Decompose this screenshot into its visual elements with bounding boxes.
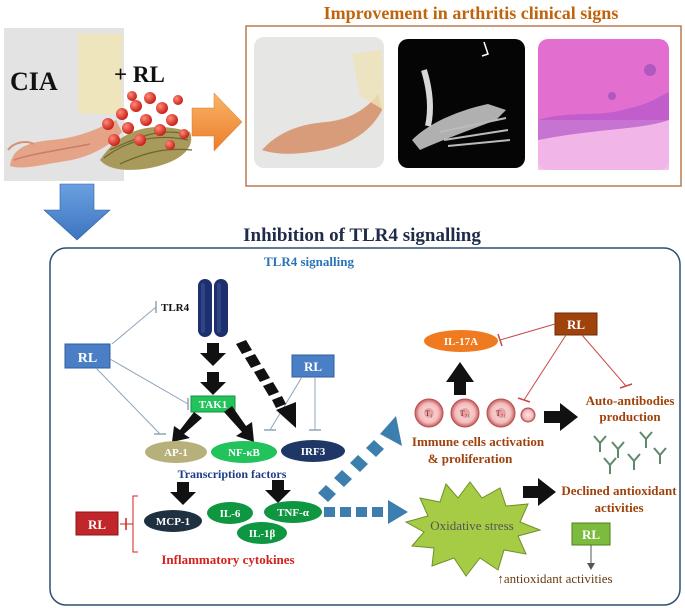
cell-label-3: T₇₁: [496, 409, 507, 418]
histology-photo: [538, 39, 669, 170]
arrow-down-icon: [200, 343, 226, 366]
arrow-down-icon: [170, 482, 196, 505]
arrow-icon: [224, 406, 254, 442]
cell-label-2: T₇₁: [460, 409, 471, 418]
rl-label: + RL: [114, 62, 165, 87]
immune-activation-line1: Immune cells activation: [412, 434, 545, 449]
oxidative-stress-burst: [404, 481, 542, 577]
declined-antioxidant-line1: Declined antioxidant: [561, 483, 677, 498]
arrow-right-icon: [523, 478, 556, 506]
mcp1-label: MCP-1: [156, 516, 190, 528]
rl-box-brown: RL: [554, 312, 598, 336]
immune-cells: [414, 398, 536, 428]
rl-box-green: RL: [571, 522, 611, 546]
cia-photo: [4, 28, 124, 181]
il1b-node: IL-1β: [237, 522, 287, 544]
tak1-node: TAK1: [190, 395, 236, 413]
cell-label-1: T₁: [425, 409, 433, 418]
improvement-title: Improvement in arthritis clinical signs: [324, 3, 619, 23]
tak1-label: TAK1: [199, 399, 228, 411]
cytokine-bracket: [132, 495, 138, 553]
il6-node: IL-6: [207, 502, 253, 524]
rl-green-label: RL: [582, 527, 600, 542]
immune-activation-line2: & proliferation: [428, 451, 513, 466]
improvement-box: [245, 25, 682, 187]
il6-label: IL-6: [220, 508, 241, 520]
cia-label: CIA: [10, 67, 58, 96]
red-berries: [102, 91, 189, 150]
inhibit-bar: [497, 333, 503, 347]
autoantibodies-line1: Auto-antibodies: [586, 393, 675, 408]
inhibit-bar: [619, 383, 633, 389]
tlr4-receptor: [198, 279, 228, 337]
dashed-arrow-irf3: [236, 340, 296, 428]
rl-red-label: RL: [88, 517, 106, 532]
rl-box-right: RL: [291, 354, 335, 378]
arrow-down-icon: [587, 563, 595, 570]
tlr4-signalling-label: TLR4 signalling: [264, 254, 354, 269]
xray-photo: [398, 39, 525, 168]
mechanism-panel: [49, 247, 681, 606]
rl-left-label: RL: [78, 351, 97, 366]
rl-box-left: RL: [64, 343, 111, 369]
arrow-right-icon: [191, 92, 243, 152]
arrow-up-icon: [446, 362, 474, 395]
transcription-factors-label: Transcription factors: [178, 467, 287, 481]
inflammatory-cytokines-label: Inflammatory cytokines: [161, 552, 294, 567]
inhibit-line: [269, 376, 303, 431]
increased-antioxidant-label: ↑antioxidant activities: [497, 571, 612, 586]
rl-brown-label: RL: [567, 317, 585, 332]
inhibit-bar: [517, 397, 531, 403]
inhibit-line: [499, 323, 556, 341]
inhibit-line: [523, 334, 567, 401]
dashed-arrow-immune: [318, 416, 402, 502]
title-mask: [296, 2, 648, 24]
autoantibodies-line2: production: [599, 409, 661, 424]
arrow-down-icon: [43, 183, 111, 241]
antibody-icons: [593, 431, 667, 474]
declined-antioxidant-line2: activities: [594, 500, 643, 515]
oxidative-stress-label: Oxidative stress: [430, 518, 513, 533]
arrow-right-icon: [544, 403, 578, 431]
arrow-down-icon: [200, 372, 226, 395]
arrow-down-icon: [265, 480, 291, 503]
ap1-node: AP-1: [145, 441, 207, 463]
nfkb-label: NF-κB: [228, 447, 260, 459]
inhibit-line: [109, 358, 189, 405]
mcp1-node: MCP-1: [144, 510, 202, 532]
nfkb-node: NF-κB: [211, 441, 277, 463]
inhibit-line: [95, 367, 161, 435]
ap1-label: AP-1: [164, 447, 188, 459]
tnfa-node: TNF-α: [264, 501, 322, 523]
arrow-icon: [172, 412, 202, 442]
tlr4-label: TLR4: [161, 302, 190, 314]
inhibit-line: [581, 334, 627, 387]
il17a-label: IL-17A: [444, 336, 478, 348]
dashed-arrow-oxidative: [324, 500, 408, 524]
inhibit-line: [111, 306, 157, 345]
il17a-node: IL-17A: [424, 330, 498, 352]
rl-right-label: RL: [304, 359, 322, 374]
irf3-node: IRF3: [281, 440, 345, 462]
irf3-label: IRF3: [301, 446, 326, 458]
rl-box-red: RL: [75, 511, 119, 536]
mechanism-title: Inhibition of TLR4 signalling: [243, 225, 481, 246]
tnfa-label: TNF-α: [277, 507, 310, 519]
paw-photo: [254, 37, 384, 168]
il1b-label: IL-1β: [249, 528, 276, 540]
